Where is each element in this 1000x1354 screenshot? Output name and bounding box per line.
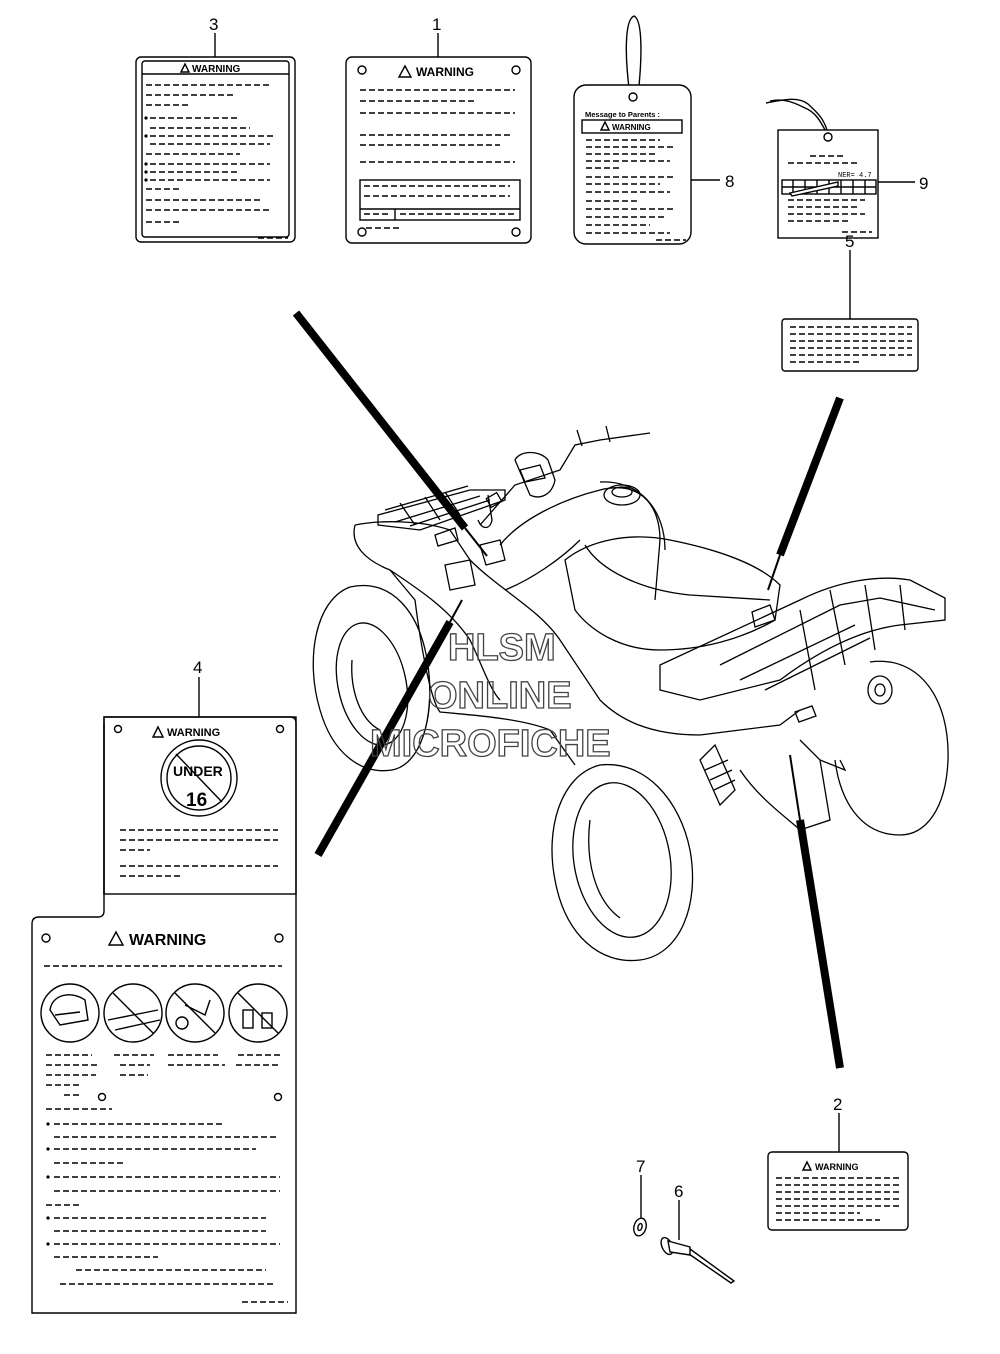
label-4-warning-text-top: WARNING [167, 727, 220, 739]
label-1-warning-text: WARNING [416, 65, 474, 79]
label-9-noise-tag: NER= 4.7 [765, 98, 915, 239]
callout-9: 9 [919, 174, 928, 193]
callout-6: 6 [674, 1182, 683, 1201]
age-16-text: 16 [186, 790, 207, 811]
label-4-warning-text-bottom: WARNING [129, 932, 206, 949]
label-2-warning-text: WARNING [815, 1162, 859, 1172]
callout-3: 3 [209, 15, 218, 34]
part-7-washer [633, 1175, 647, 1237]
callout-4: 4 [193, 658, 202, 677]
pointer-lines [292, 310, 844, 1069]
label-2-warning: WARNING [767, 1113, 909, 1231]
label-3-warning: WARNING [135, 33, 296, 243]
callout-8: 8 [725, 172, 734, 191]
under-text: UNDER [173, 763, 223, 779]
label-5 [781, 250, 919, 372]
watermark-line-2: ONLINE [428, 675, 572, 717]
pictogram-helmet-icon [40, 983, 100, 1043]
label-1-warning: WARNING [345, 33, 532, 244]
label-8-heading: Message to Parents : [585, 110, 660, 119]
label-8-message-to-parents: Message to Parents : WARNING [573, 15, 720, 245]
label-8-warning-text: WARNING [612, 123, 651, 132]
label-9-ner-text: NER= 4.7 [838, 172, 872, 180]
label-3-warning-text: WARNING [192, 64, 241, 75]
callout-2: 2 [833, 1095, 842, 1114]
label-4-warning: WARNING UNDER 16 WARNING [31, 677, 297, 1314]
pictogram-no-paved-road-icon [103, 983, 163, 1043]
watermark-line-1: HLSM [448, 627, 556, 669]
watermark-line-3: MICROFICHE [370, 723, 611, 765]
pictogram-no-passenger-icon [165, 983, 225, 1043]
callout-1: 1 [432, 15, 441, 34]
pictogram-no-alcohol-icon [228, 983, 288, 1043]
part-6-rivet [660, 1200, 736, 1284]
callout-5: 5 [845, 232, 854, 251]
atv-illustration [312, 425, 949, 962]
callout-7: 7 [636, 1157, 645, 1176]
watermark: HLSM ONLINE MICROFICHE [369, 626, 611, 765]
